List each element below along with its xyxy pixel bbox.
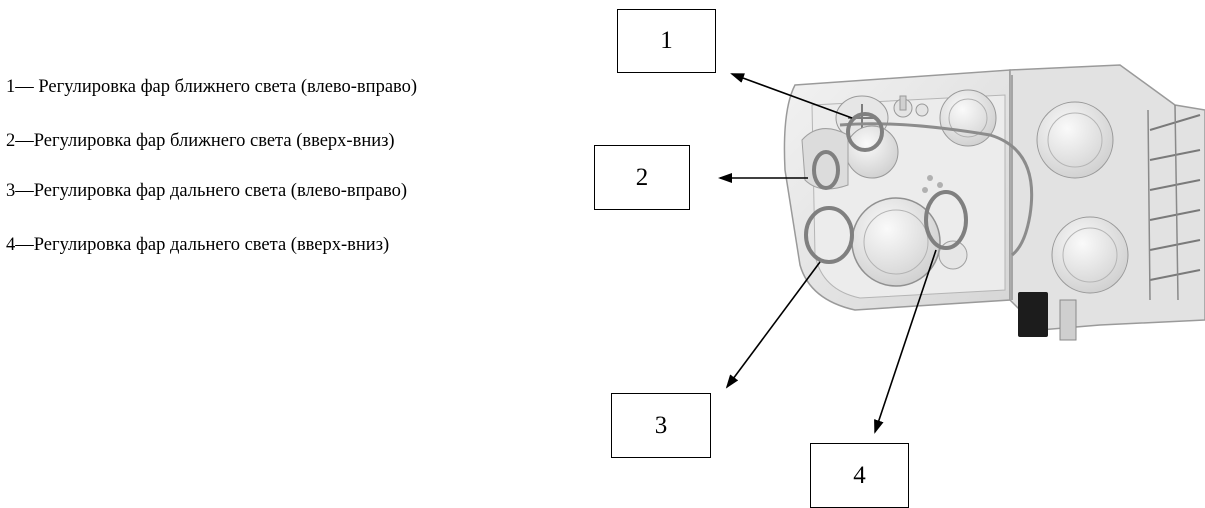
highlight-circles <box>804 112 968 264</box>
legend-item-1: 1— Регулировка фар ближнего света (влево… <box>6 77 418 97</box>
headlight-housing <box>783 64 1205 341</box>
legend-item-4: 4—Регулировка фар дальнего света (вверх-… <box>6 235 390 255</box>
legend-item-2: 2—Регулировка фар ближнего света (вверх-… <box>6 131 395 151</box>
highlight-circle-4 <box>924 190 968 250</box>
highlight-circle-2 <box>812 150 840 190</box>
callout-box-2: 2 <box>594 145 690 210</box>
highlight-circle-1 <box>846 112 884 152</box>
callout-arrows <box>718 73 937 434</box>
arrow-3 <box>725 261 821 389</box>
arrow-1 <box>730 73 853 119</box>
callout-box-4: 4 <box>810 443 909 508</box>
callout-box-1: 1 <box>617 9 716 73</box>
callout-box-3: 3 <box>611 393 711 458</box>
legend-item-3: 3—Регулировка фар дальнего света (влево-… <box>6 181 408 201</box>
highlight-circle-3 <box>804 206 854 264</box>
arrow-4 <box>874 249 937 434</box>
